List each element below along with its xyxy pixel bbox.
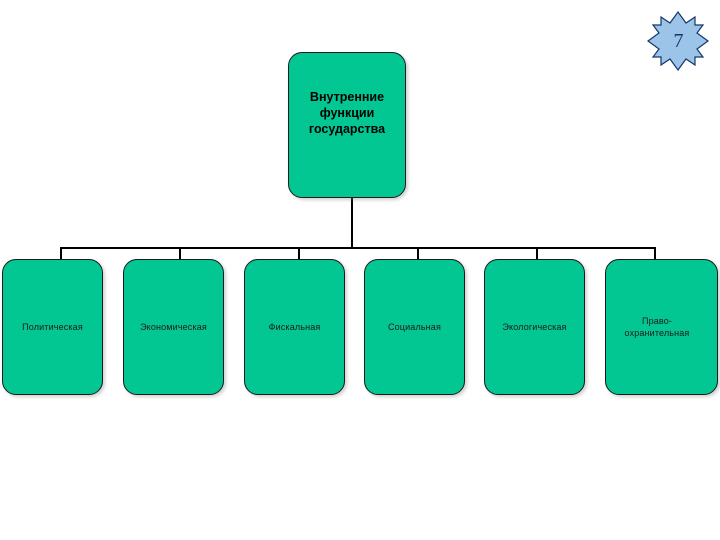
node-root-label-line-3: государства <box>308 122 386 136</box>
connector-drop-5 <box>536 247 538 259</box>
node-child-6-label: Право- охранительная <box>606 315 717 339</box>
node-child-socialnaya[interactable]: Социальная <box>364 259 465 395</box>
node-child-1-label: Политическая <box>22 321 83 332</box>
node-child-6-label-line-2: охранительная <box>624 328 690 338</box>
node-child-ekologicheskaya[interactable]: Экологическая <box>484 259 585 395</box>
node-child-pravoohranitelnaya[interactable]: Право- охранительная <box>605 259 718 395</box>
node-child-ekonomicheskaya[interactable]: Экономическая <box>123 259 224 395</box>
node-child-3-label: Фискальная <box>268 321 321 332</box>
page-number-badge: 7 <box>646 10 710 72</box>
eight-point-star-icon <box>646 10 710 72</box>
node-child-4-label: Социальная <box>388 321 441 332</box>
node-child-6-label-line-1: Право- <box>641 315 673 326</box>
connector-drop-3 <box>298 247 300 259</box>
connector-drop-2 <box>179 247 181 259</box>
node-root-label: Внутренние функции государства <box>289 89 405 137</box>
connector-drop-6 <box>654 247 656 259</box>
node-root-label-line-1: Внутренние <box>309 90 385 104</box>
connector-drop-4 <box>417 247 419 259</box>
connector-root-vertical <box>351 197 353 249</box>
connector-drop-1 <box>60 247 62 259</box>
node-root-label-line-2: функции <box>319 106 375 120</box>
connector-horizontal-bus <box>60 247 656 249</box>
node-child-2-label: Экономическая <box>140 321 207 332</box>
node-child-5-label: Экологическая <box>502 321 567 332</box>
node-child-politicheskaya[interactable]: Политическая <box>2 259 103 395</box>
node-child-fiskalnaya[interactable]: Фискальная <box>244 259 345 395</box>
page-number-text: 7 <box>673 29 684 52</box>
node-root[interactable]: Внутренние функции государства <box>288 52 406 198</box>
